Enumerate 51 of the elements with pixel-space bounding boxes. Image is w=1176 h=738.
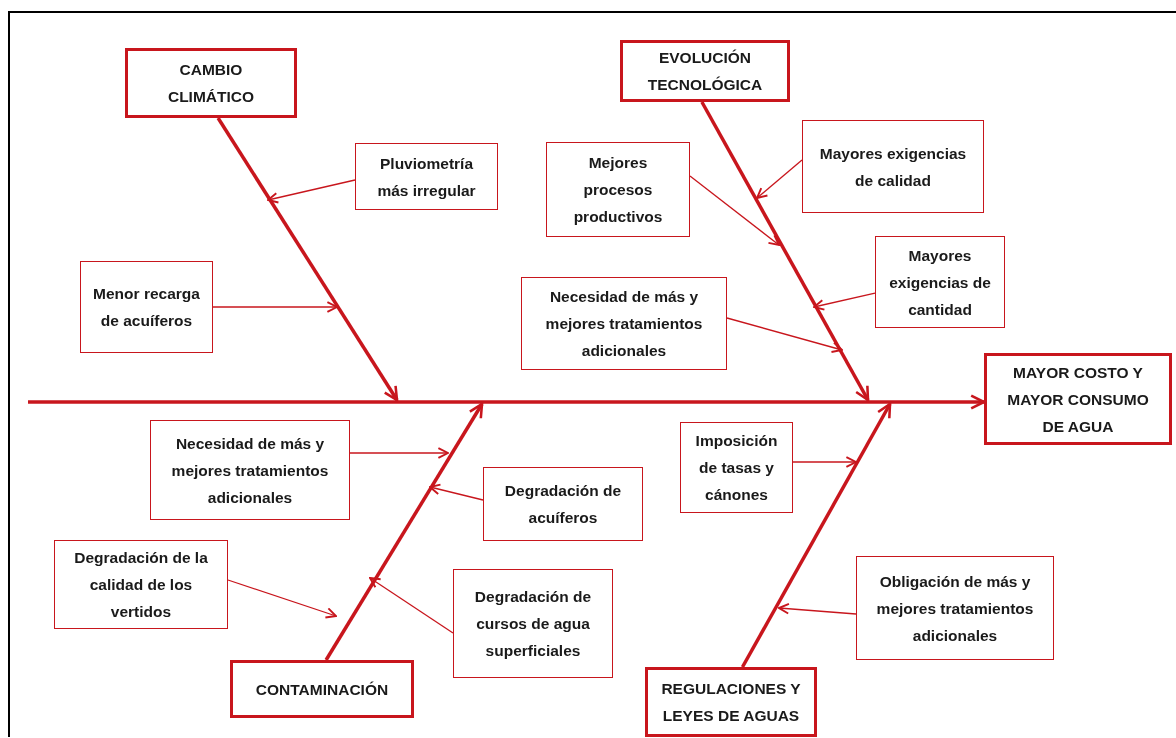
category-label: EVOLUCIÓN TECNOLÓGICA — [646, 48, 764, 95]
cause-label: Mejores procesos productivos — [572, 153, 664, 227]
cause-box — [521, 277, 727, 370]
arrow — [689, 175, 780, 246]
cause-box — [483, 467, 643, 541]
cause-label: Degradación de cursos de agua superficiales — [473, 587, 593, 661]
arrow — [740, 402, 892, 668]
category-box — [620, 40, 790, 102]
arrow — [212, 301, 338, 313]
arrow — [349, 447, 449, 459]
arrow — [778, 603, 857, 615]
arrow — [700, 101, 870, 402]
cause-label: Necesidad de más y mejores tratamientos adicionales — [170, 433, 330, 508]
cause-label: Degradación de acuíferos — [503, 481, 623, 528]
category-box — [984, 353, 1172, 445]
category-label: REGULACIONES Y LEYES DE AGUAS — [660, 679, 802, 726]
category-label: MAYOR COSTO Y MAYOR CONSUMO DE AGUA — [1006, 362, 1150, 437]
category-box — [230, 660, 414, 718]
category-label: CONTAMINACIÓN — [255, 679, 389, 700]
cause-box — [802, 120, 984, 213]
arrow — [28, 394, 986, 410]
cause-box — [150, 420, 350, 520]
arrow — [369, 577, 454, 634]
cause-box — [54, 540, 228, 629]
cause-label: Pluviometría más irregular — [376, 153, 477, 201]
arrow — [429, 483, 484, 501]
arrow — [726, 317, 843, 353]
cause-label: Obligación de más y mejores tratamientos adicionales — [875, 571, 1035, 646]
cause-label: Menor recarga de acuíferos — [92, 284, 201, 331]
arrow — [216, 117, 399, 402]
cause-label: Degradación de la calidad de los vertidos — [73, 548, 209, 622]
cause-box — [856, 556, 1054, 660]
category-label: CAMBIO CLIMÁTICO — [166, 60, 256, 107]
category-box — [645, 667, 817, 737]
cause-label: Mayores exigencias de cantidad — [888, 245, 992, 320]
arrow — [227, 579, 337, 619]
arrow — [267, 179, 356, 204]
arrow — [792, 456, 857, 468]
cause-box — [80, 261, 213, 353]
cause-box — [680, 422, 793, 513]
cause-box — [355, 143, 498, 210]
arrow — [813, 292, 876, 311]
arrow — [756, 159, 803, 199]
arrow — [324, 402, 484, 661]
cause-label: Necesidad de más y mejores tratamientos adicionales — [544, 287, 704, 361]
cause-box — [453, 569, 613, 678]
cause-label: Mayores exigencias de calidad — [818, 143, 968, 191]
cause-box — [546, 142, 690, 237]
cause-box — [875, 236, 1005, 328]
category-box — [125, 48, 297, 118]
cause-label: Imposición de tasas y cánones — [694, 431, 779, 505]
